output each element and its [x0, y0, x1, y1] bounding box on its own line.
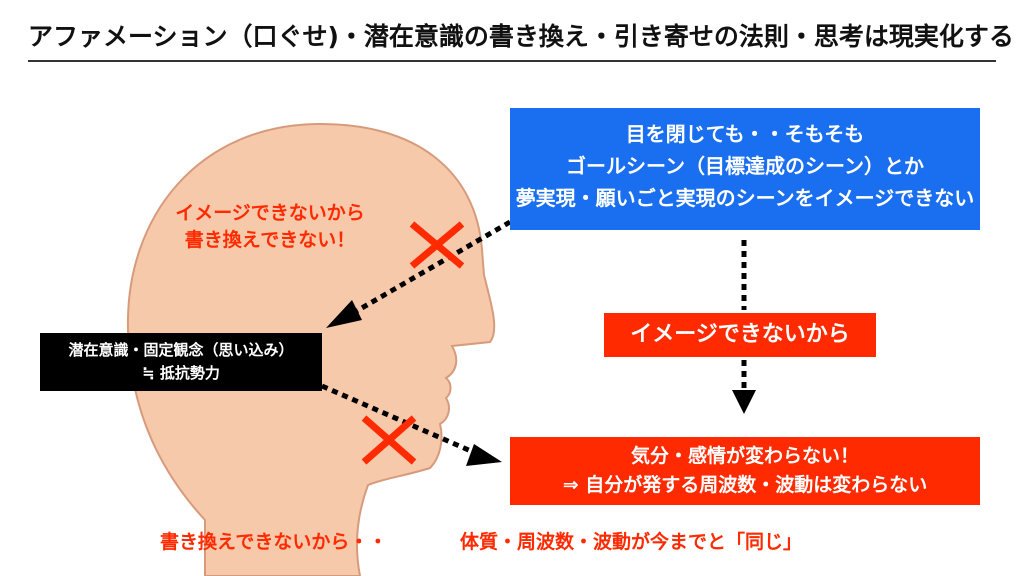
bottom-right-caption: 体質・周波数・波動が今までと「同じ」	[460, 531, 803, 553]
arrow-subconscious-to-red	[320, 383, 482, 458]
emotion-unchanged-line-1: 気分・感情が変わらない！	[630, 445, 859, 467]
cross-mark-top	[409, 221, 465, 269]
cannot-rewrite-label: イメージできないから 書き換えできない！	[140, 200, 400, 254]
page-title: アファメーション（口ぐせ)・潜在意識の書き換え・引き寄せの法則・思考は現実化する	[28, 22, 1014, 51]
arrowhead-red-box	[732, 390, 756, 414]
arrow-blue-to-subconscious	[346, 219, 512, 319]
emotion-unchanged-line-2: ⇒ 自分が発する周波数・波動は変わらない	[562, 474, 928, 496]
title-divider	[28, 60, 996, 62]
subconscious-line-1: 潜在意識・固定観念（思い込み）	[68, 341, 294, 359]
emotion-unchanged-box: 気分・感情が変わらない！ ⇒ 自分が発する周波数・波動は変わらない	[510, 437, 980, 505]
bottom-left-caption: 書き換えできないから・・	[160, 531, 388, 553]
goal-scene-line-3: 夢実現・願いごと実現のシーンをイメージできない	[515, 186, 975, 210]
subconscious-line-2: ≒ 抵抗勢力	[142, 364, 220, 382]
arrowhead-emotion	[466, 444, 502, 466]
goal-scene-box: 目を閉じても・・そもそも ゴールシーン（目標達成のシーン）とか 夢実現・願いごと…	[510, 108, 980, 230]
cross-mark-bottom	[361, 415, 417, 465]
goal-scene-line-1: 目を閉じても・・そもそも	[625, 122, 865, 146]
cannot-rewrite-line-1: イメージできないから	[175, 202, 365, 224]
cannot-imagine-box: イメージできないから	[604, 313, 876, 357]
goal-scene-line-2: ゴールシーン（目標達成のシーン）とか	[566, 154, 924, 178]
arrowhead-subconscious	[326, 300, 362, 328]
cannot-rewrite-line-2: 書き換えできない！	[184, 229, 356, 251]
subconscious-box: 潜在意識・固定観念（思い込み） ≒ 抵抗勢力	[40, 333, 322, 391]
